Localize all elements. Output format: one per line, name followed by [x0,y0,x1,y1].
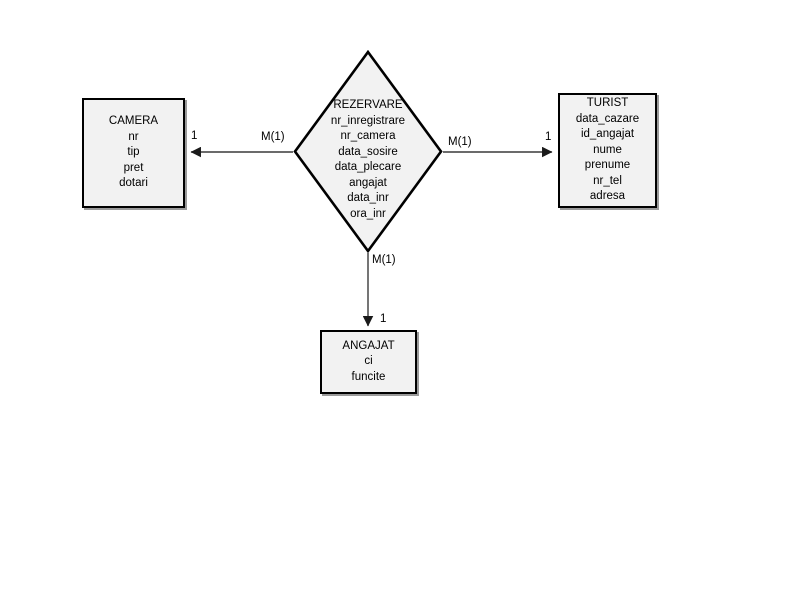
relationship-rezervare[interactable]: REZERVARE nr_inregistrare nr_camera data… [293,50,443,253]
entity-camera-name: CAMERA [108,115,159,128]
entity-turist-name: TURIST [586,97,629,110]
entity-camera-attribute: tip [127,146,140,159]
cardinality-rezervare-camera-target: 1 [191,130,198,142]
relationship-rezervare-attribute: angajat [349,176,387,189]
entity-turist-attribute: adresa [589,190,626,203]
entity-turist-attribute: prenume [584,159,631,172]
relationship-rezervare-attribute: nr_inregistrare [330,114,406,127]
relationship-rezervare-attribute: data_sosire [338,145,398,158]
entity-camera-attribute: dotari [119,177,148,190]
entity-camera-attribute: nr [128,130,139,143]
entity-turist-attribute: id_angajat [580,128,635,141]
entity-turist-attribute: data_cazare [575,112,640,125]
entity-turist-attribute: nume [593,143,622,156]
entity-angajat[interactable]: ANGAJAT ci funcite [320,330,417,394]
entity-angajat-attribute: funcite [351,370,386,383]
relationship-rezervare-attribute: data_plecare [334,161,402,173]
cardinality-rezervare-angajat-target: 1 [380,313,387,325]
entity-camera[interactable]: CAMERA nr tip pret dotari [82,98,185,208]
entity-camera-attribute: pret [123,161,144,174]
entity-angajat-attribute: ci [364,355,373,368]
entity-turist-attribute: nr_tel [593,174,622,187]
cardinality-rezervare-camera-source: M(1) [261,131,285,143]
cardinality-rezervare-angajat-source: M(1) [372,254,396,266]
relationship-rezervare-attribute: ora_inr [350,207,386,220]
cardinality-rezervare-turist-source: M(1) [448,136,472,148]
relationship-rezervare-attribute: nr_camera [340,130,396,142]
relationship-rezervare-attribute: data_inr [347,192,389,204]
cardinality-rezervare-turist-target: 1 [545,131,552,143]
entity-angajat-name: ANGAJAT [342,339,395,352]
entity-turist[interactable]: TURIST data_cazare id_angajat nume prenu… [558,93,657,208]
relationship-rezervare-text: REZERVARE nr_inregistrare nr_camera data… [331,98,405,222]
relationship-rezervare-name: REZERVARE [333,99,403,111]
diamond-shape [293,50,443,253]
